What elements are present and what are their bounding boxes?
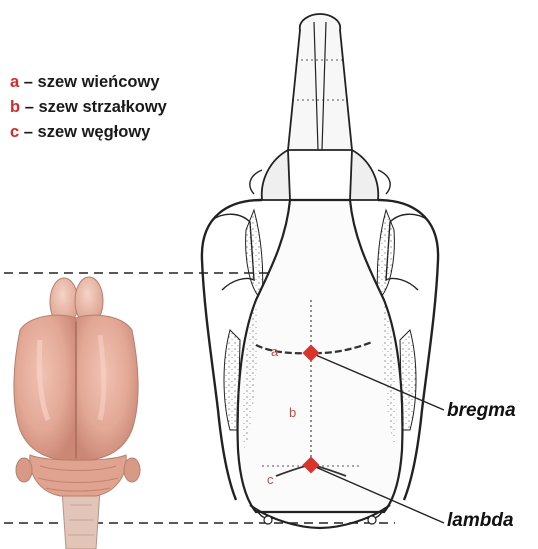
suture-letter-c: c xyxy=(267,472,274,487)
legend-item-coronal: a – szew wieńcowy xyxy=(10,70,167,95)
rat-skull-drawing xyxy=(202,14,438,528)
legend-letter: c xyxy=(10,123,19,141)
legend-letter: b xyxy=(10,98,20,116)
bregma-label: bregma xyxy=(447,400,516,422)
rat-brain-image xyxy=(14,277,140,549)
suture-letter-a: a xyxy=(271,344,279,359)
legend-letter: a xyxy=(10,73,19,91)
suture-letter-b: b xyxy=(289,405,296,420)
suture-legend: a – szew wieńcowy b – szew strzałkowy c … xyxy=(10,70,167,145)
legend-text: – szew strzałkowy xyxy=(25,98,167,116)
legend-text: – szew wieńcowy xyxy=(24,73,160,91)
legend-item-lambdoid: c – szew węgłowy xyxy=(10,120,167,145)
legend-item-sagittal: b – szew strzałkowy xyxy=(10,95,167,120)
lambda-label: lambda xyxy=(447,510,514,532)
legend-text: – szew węgłowy xyxy=(24,123,151,141)
